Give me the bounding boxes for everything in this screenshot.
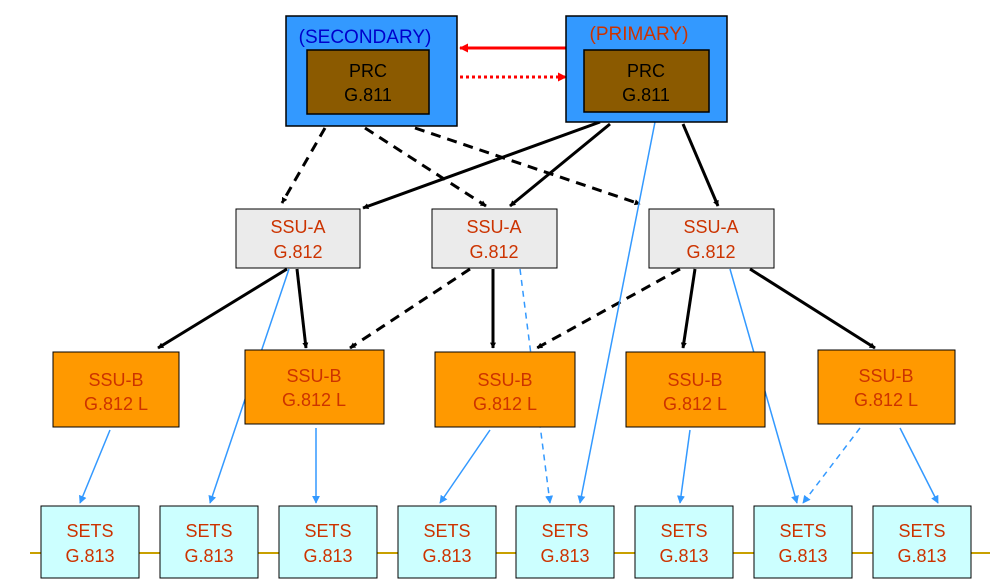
sets-6-line2: G.813 bbox=[659, 546, 708, 566]
sets-4-line2: G.813 bbox=[422, 546, 471, 566]
ssu-a-node-2: SSU-A G.812 bbox=[431, 208, 558, 269]
ssu-b-node-3: SSU-B G.812 L bbox=[434, 351, 576, 428]
link-primary-ssua1 bbox=[362, 120, 601, 210]
sets-8-line2: G.813 bbox=[897, 546, 946, 566]
ssu-b-2-line1: SSU-B bbox=[286, 366, 341, 386]
ssu-a-1-line1: SSU-A bbox=[270, 217, 325, 237]
prc-secondary: (SECONDARY) PRC G.811 bbox=[285, 15, 458, 127]
ssu-a-1-line2: G.812 bbox=[273, 242, 322, 262]
sets-5-line2: G.813 bbox=[540, 546, 589, 566]
ssu-b-5-line1: SSU-B bbox=[858, 366, 913, 386]
ssu-b-node-5: SSU-B G.812 L bbox=[817, 349, 956, 425]
sets-node-7: SETS G.813 bbox=[753, 505, 853, 579]
ssu-a-node-3: SSU-A G.812 bbox=[648, 208, 775, 269]
ssu-b-node-4: SSU-B G.812 L bbox=[625, 351, 766, 428]
ssu-b-1-line1: SSU-B bbox=[88, 370, 143, 390]
ssu-b-5-line2: G.812 L bbox=[854, 390, 918, 410]
link-ssua2-ssub2-dashed bbox=[349, 267, 471, 350]
prc-secondary-line1: PRC bbox=[349, 61, 387, 81]
sets-7-line1: SETS bbox=[779, 521, 826, 541]
sets-node-2: SETS G.813 bbox=[159, 505, 259, 579]
link-secondary-ssua1 bbox=[280, 127, 327, 204]
sets-node-4: SETS G.813 bbox=[397, 505, 497, 579]
prc-primary-line2: G.811 bbox=[622, 85, 670, 105]
ssu-a-3-line1: SSU-A bbox=[683, 217, 738, 237]
ssu-b-1-line2: G.812 L bbox=[84, 394, 148, 414]
link-primary-ssua2 bbox=[509, 122, 611, 208]
link-ssub5-sets7-dashed bbox=[802, 427, 861, 504]
ssu-a-2-line1: SSU-A bbox=[466, 217, 521, 237]
sets-node-5: SETS G.813 bbox=[515, 505, 615, 579]
sets-3-line1: SETS bbox=[304, 521, 351, 541]
ssu-b-3-line1: SSU-B bbox=[477, 370, 532, 390]
ssu-b-3-line2: G.812 L bbox=[473, 394, 537, 414]
link-secondary-ssua3 bbox=[414, 126, 641, 206]
sets-node-1: SETS G.813 bbox=[40, 505, 140, 579]
ssu-a-3-line2: G.812 bbox=[686, 242, 735, 262]
sets-2-line1: SETS bbox=[185, 521, 232, 541]
sets-6-line1: SETS bbox=[660, 521, 707, 541]
link-primary-sets5 bbox=[577, 121, 656, 504]
prc-primary-line1: PRC bbox=[627, 61, 665, 81]
sets-1-line2: G.813 bbox=[65, 546, 114, 566]
link-ssua3-ssub5 bbox=[749, 267, 876, 350]
ssu-b-node-1: SSU-B G.812 L bbox=[52, 351, 180, 428]
ssu-b-node-2: SSU-B G.812 L bbox=[244, 349, 385, 425]
sets-8-line1: SETS bbox=[898, 521, 945, 541]
link-ssua3-ssub3-dashed bbox=[536, 267, 681, 350]
sets-1-line1: SETS bbox=[66, 521, 113, 541]
link-ssua3-ssub4 bbox=[680, 268, 697, 349]
ssu-b-4-line2: G.812 L bbox=[663, 394, 727, 414]
sets-5-line1: SETS bbox=[541, 521, 588, 541]
link-ssua1-ssub2 bbox=[295, 268, 309, 349]
sets-node-8: SETS G.813 bbox=[872, 505, 972, 579]
prc-secondary-role: (SECONDARY) bbox=[299, 27, 432, 48]
sets-node-6: SETS G.813 bbox=[634, 505, 734, 579]
prc-secondary-line2: G.811 bbox=[344, 85, 392, 105]
link-ssua1-ssub1 bbox=[157, 267, 288, 350]
ssu-a-node-1: SSU-A G.812 bbox=[235, 208, 361, 269]
link-ssub3-sets4 bbox=[439, 429, 491, 504]
connections bbox=[79, 43, 939, 504]
link-ssub5-sets8 bbox=[899, 427, 939, 504]
link-ssub1-sets1 bbox=[79, 429, 111, 504]
ssu-a-2-line2: G.812 bbox=[469, 242, 518, 262]
prc-primary-role: (PRIMARY) bbox=[590, 24, 689, 45]
link-ssub4-sets6 bbox=[677, 429, 691, 504]
sets-3-line2: G.813 bbox=[303, 546, 352, 566]
sets-node-3: SETS G.813 bbox=[278, 505, 378, 579]
link-secondary-ssua2 bbox=[364, 126, 487, 208]
link-primary-ssua3 bbox=[681, 123, 720, 207]
prc-primary: (PRIMARY) PRC G.811 bbox=[565, 15, 728, 123]
ssu-b-2-line2: G.812 L bbox=[282, 390, 346, 410]
sets-2-line2: G.813 bbox=[184, 546, 233, 566]
sets-7-line2: G.813 bbox=[778, 546, 827, 566]
ssu-b-4-line1: SSU-B bbox=[667, 370, 722, 390]
sets-4-line1: SETS bbox=[423, 521, 470, 541]
